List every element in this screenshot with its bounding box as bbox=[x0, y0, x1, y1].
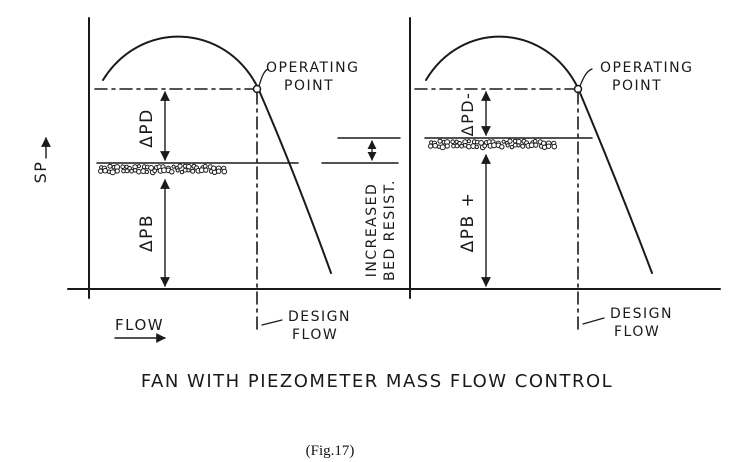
bed-particle bbox=[450, 139, 456, 144]
bed-particle bbox=[144, 169, 150, 175]
bed-particle bbox=[439, 144, 446, 151]
left-operating-leader bbox=[258, 68, 269, 87]
right-delta-pb-label: ΔPB + bbox=[458, 192, 478, 253]
bed-particle bbox=[466, 139, 471, 144]
bed-particle bbox=[98, 168, 104, 174]
bed-particle bbox=[175, 168, 180, 173]
bed-particle bbox=[179, 169, 185, 175]
bed-particle bbox=[437, 138, 443, 144]
bed-particle bbox=[509, 144, 515, 150]
right-bed-particles bbox=[428, 138, 558, 151]
bed-resist-label: BED RESIST. bbox=[382, 179, 398, 281]
left-operating-label-line2: POINT bbox=[284, 78, 334, 94]
right-design-label-line1: DESIGN bbox=[610, 306, 673, 322]
left-bed-particles bbox=[98, 163, 228, 176]
right-operating-label-line1: OPERATING bbox=[600, 60, 693, 76]
bed-particle bbox=[152, 168, 158, 174]
diagram-title: FAN WITH PIEZOMETER MASS FLOW CONTROL bbox=[141, 371, 613, 392]
bed-particle bbox=[203, 167, 209, 173]
bed-particle bbox=[501, 139, 506, 144]
bed-particle bbox=[109, 169, 116, 176]
bed-particle bbox=[215, 168, 222, 174]
bed-particle bbox=[474, 144, 479, 150]
left-delta-pb-label: ΔPB bbox=[137, 214, 157, 252]
right-panel: ΔPD- ΔPB + OPERATING POINT DESIGN FLOW bbox=[399, 17, 721, 340]
y-axis-label-group: SP bbox=[31, 137, 51, 184]
bed-particle bbox=[499, 144, 505, 150]
right-operating-leader bbox=[579, 68, 593, 87]
x-axis-label: FLOW bbox=[115, 316, 164, 334]
bed-particle bbox=[177, 163, 183, 169]
left-design-leader bbox=[261, 319, 283, 326]
bed-particle bbox=[171, 164, 176, 169]
bed-particle bbox=[432, 142, 439, 149]
bed-particle bbox=[169, 169, 175, 175]
left-design-label-line1: DESIGN bbox=[288, 309, 351, 325]
right-delta-pd-label: ΔPD- bbox=[458, 92, 477, 137]
bed-particle bbox=[186, 163, 192, 170]
bed-particle bbox=[516, 143, 521, 148]
bed-particle bbox=[533, 142, 539, 148]
increased-label: INCREASED bbox=[364, 183, 380, 278]
bed-particle bbox=[129, 168, 134, 174]
right-design-label-line2: FLOW bbox=[614, 324, 660, 340]
bed-particle bbox=[114, 168, 120, 174]
left-operating-label-line1: OPERATING bbox=[266, 60, 359, 76]
bed-particle bbox=[136, 164, 141, 169]
bed-particle bbox=[482, 143, 488, 149]
left-delta-pd-label: ΔPD bbox=[137, 108, 157, 147]
bed-particle bbox=[190, 168, 196, 174]
bed-particle bbox=[136, 169, 142, 175]
bed-particle bbox=[507, 138, 513, 144]
bed-particle bbox=[107, 163, 113, 169]
bed-particle bbox=[466, 144, 472, 150]
bed-particle bbox=[120, 164, 125, 169]
right-operating-label-line2: POINT bbox=[612, 78, 662, 94]
bed-particle bbox=[520, 143, 526, 149]
bed-particle bbox=[551, 143, 558, 150]
middle-annotation: INCREASED BED RESIST. bbox=[321, 137, 401, 281]
y-axis-label: SP bbox=[31, 161, 50, 184]
bed-particle bbox=[186, 168, 191, 173]
bed-particle bbox=[516, 138, 522, 145]
figure-caption: (Fig.17) bbox=[306, 443, 355, 459]
bed-particle bbox=[444, 143, 450, 149]
bed-particle bbox=[202, 163, 208, 169]
x-axis-label-group: FLOW bbox=[114, 316, 166, 343]
left-panel: ΔPD ΔPB OPERATING POINT DESIGN FLOW bbox=[67, 17, 401, 343]
left-design-label-line2: FLOW bbox=[292, 327, 338, 343]
bed-particle bbox=[102, 167, 108, 174]
right-design-leader bbox=[582, 317, 605, 325]
bed-particle bbox=[459, 143, 464, 149]
bed-particle bbox=[505, 143, 510, 148]
bed-particle bbox=[428, 143, 434, 149]
bed-particle bbox=[532, 138, 538, 144]
bed-particle bbox=[221, 168, 228, 175]
bed-particle bbox=[545, 143, 552, 149]
